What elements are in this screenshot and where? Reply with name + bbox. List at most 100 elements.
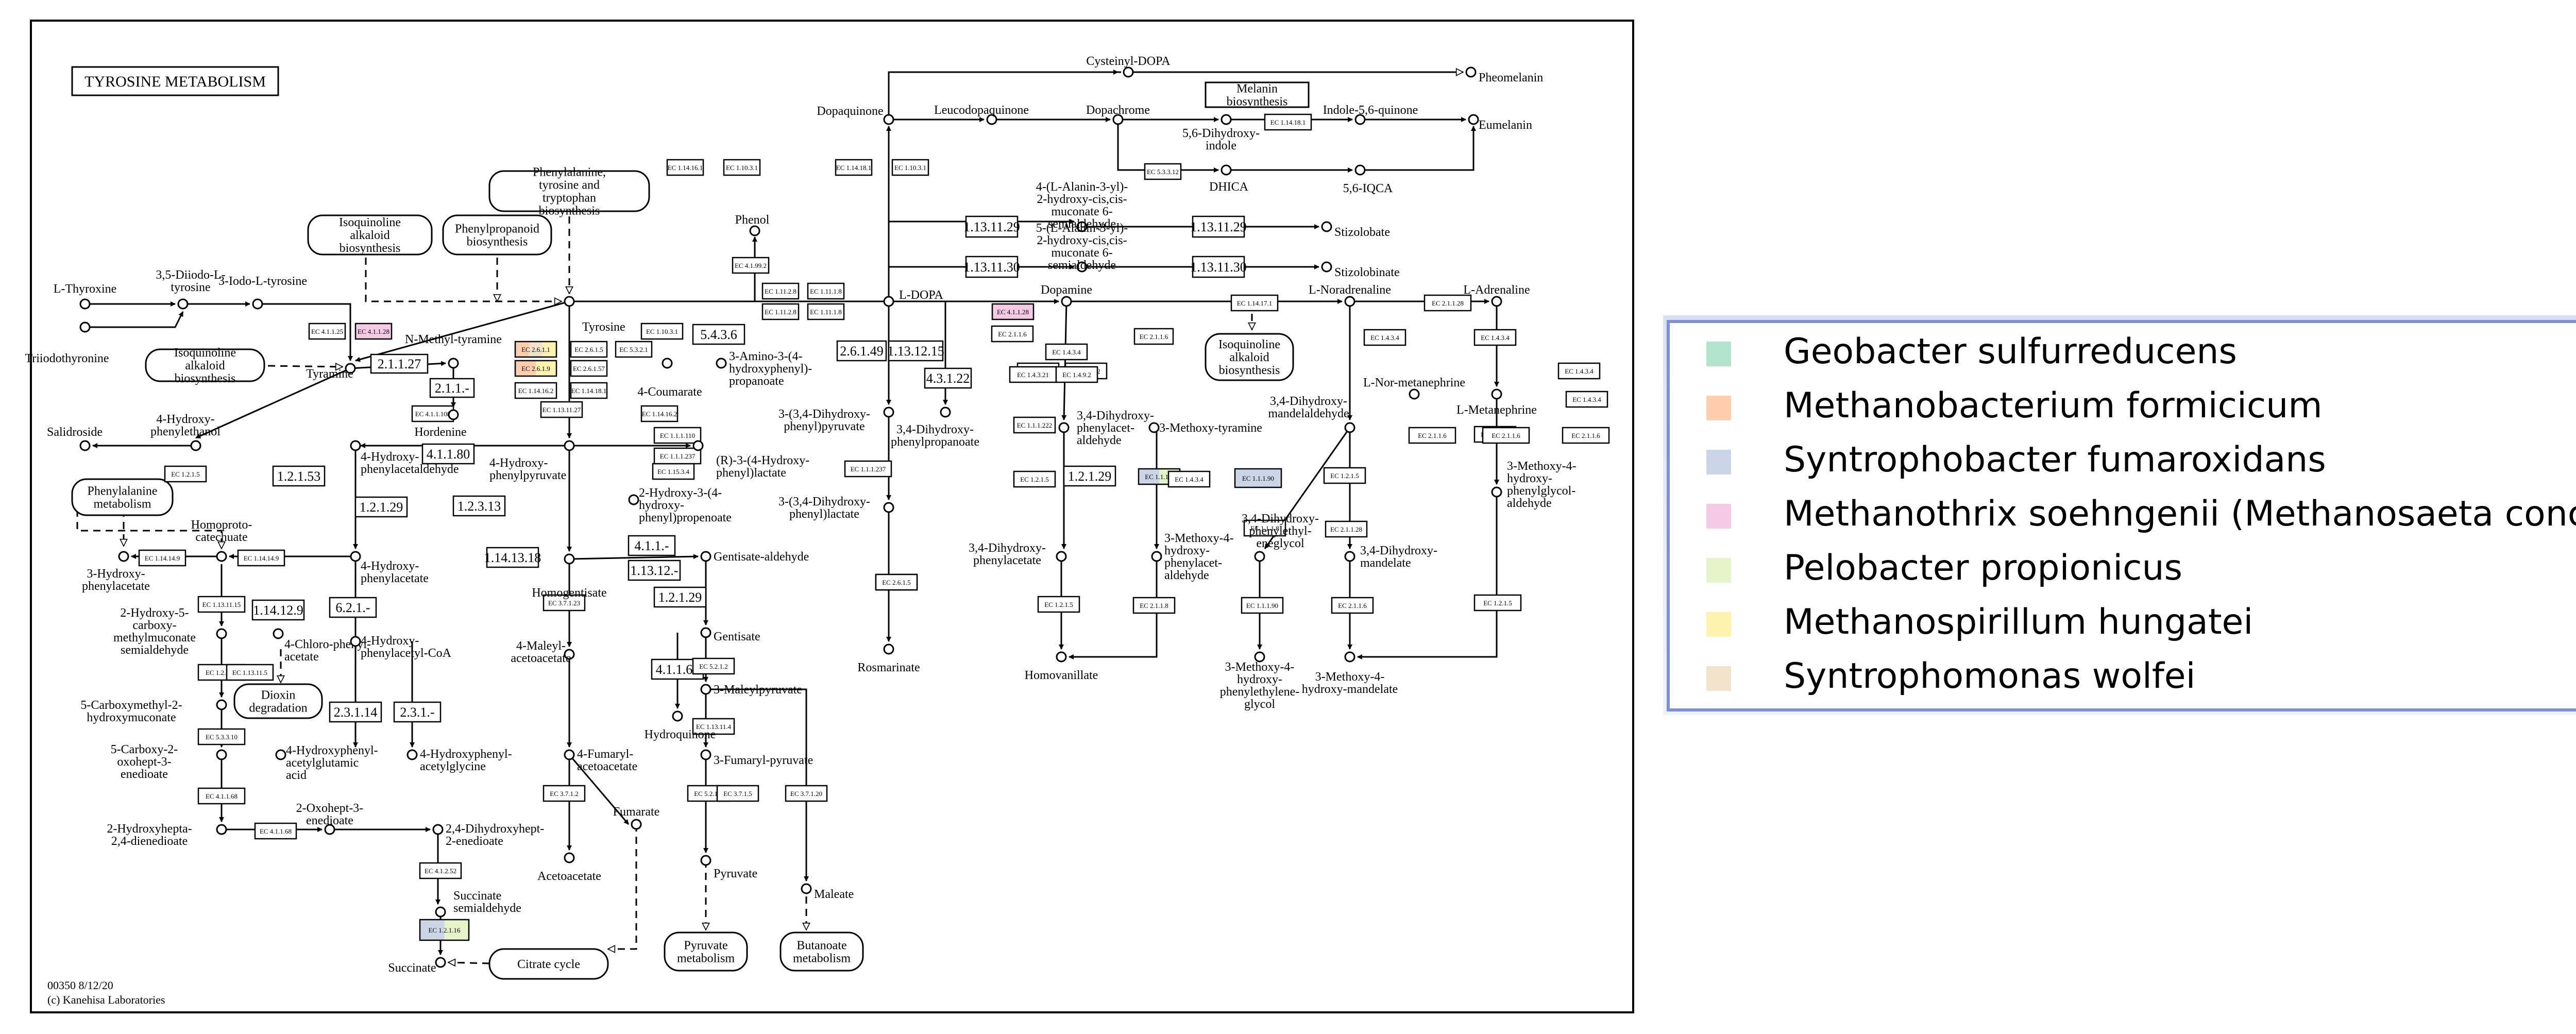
compound-circle[interactable] bbox=[1254, 651, 1265, 663]
compound-circle[interactable] bbox=[350, 636, 361, 647]
compound-circle[interactable] bbox=[435, 906, 446, 918]
compound-circle[interactable] bbox=[1112, 114, 1124, 125]
enzyme-box[interactable]: 1.14.13.18 bbox=[484, 547, 541, 568]
compound-node[interactable]: 4-Hydroxy-phenylethanol bbox=[150, 413, 221, 451]
enzyme-box[interactable]: EC 4.1.1.28 bbox=[354, 323, 393, 340]
compound-node[interactable]: Fumarate bbox=[613, 805, 660, 830]
compound-node[interactable]: 3-Methoxy-4-hydroxy-phenylacet-aldehyde bbox=[1151, 532, 1234, 582]
compound-circle[interactable] bbox=[190, 440, 201, 451]
compound-circle[interactable] bbox=[662, 358, 673, 369]
compound-circle[interactable] bbox=[883, 643, 894, 655]
compound-circle[interactable] bbox=[118, 551, 129, 562]
pathway-map-link[interactable]: Phenylalanine,tyrosine andtryptophanbios… bbox=[488, 166, 650, 218]
enzyme-box[interactable]: EC 1.2.1.5 bbox=[1473, 594, 1522, 612]
enzyme-box[interactable]: EC 1.1.1.237 bbox=[844, 460, 892, 478]
compound-node[interactable]: 4-Hydroxy-phenylacetate bbox=[350, 551, 429, 585]
enzyme-box[interactable]: 4.1.1.80 bbox=[421, 443, 475, 465]
enzyme-box[interactable]: EC 1.4.3.4 bbox=[1557, 362, 1601, 380]
compound-node[interactable]: Indole-5,6-quinone bbox=[1323, 104, 1418, 125]
enzyme-box[interactable]: EC 1.2.1.5 bbox=[164, 465, 207, 483]
compound-node[interactable]: Gentisate-aldehyde bbox=[700, 550, 809, 564]
compound-circle[interactable] bbox=[628, 494, 639, 505]
enzyme-box[interactable]: EC 1.2.1.5 bbox=[1013, 470, 1056, 488]
enzyme-box[interactable]: EC 2.6.1.1 bbox=[514, 341, 557, 358]
compound-node[interactable]: Dopamine bbox=[1041, 283, 1092, 307]
compound-node[interactable]: 3,5-Diiodo-L-tyrosine bbox=[156, 268, 226, 310]
compound-circle[interactable] bbox=[1354, 114, 1366, 125]
compound-circle[interactable] bbox=[1056, 551, 1067, 562]
enzyme-box[interactable]: EC 1.1.1.222 bbox=[1013, 416, 1056, 434]
enzyme-box[interactable]: 1.13.11.29 bbox=[963, 215, 1020, 238]
enzyme-box[interactable]: EC 1.4.3.4 bbox=[1167, 470, 1211, 488]
compound-node[interactable]: 2,4-Dihydroxyhept-2-enedioate bbox=[432, 822, 544, 848]
compound-circle[interactable] bbox=[883, 114, 894, 125]
compound-node[interactable]: 3-Maleylpyruvate bbox=[700, 683, 802, 697]
enzyme-box[interactable]: EC 2.1.1.28 bbox=[1423, 294, 1472, 312]
compound-circle[interactable] bbox=[1076, 261, 1088, 273]
enzyme-box[interactable]: EC 2.1.1.6 bbox=[991, 325, 1034, 343]
compound-circle[interactable] bbox=[986, 114, 997, 125]
compound-circle[interactable] bbox=[1409, 388, 1420, 400]
enzyme-box[interactable]: EC 2.1.1.6 bbox=[1562, 427, 1610, 444]
compound-circle[interactable] bbox=[564, 852, 575, 863]
compound-circle[interactable] bbox=[1344, 422, 1355, 433]
compound-circle[interactable] bbox=[700, 749, 711, 760]
enzyme-box[interactable]: EC 1.4.3.21 bbox=[1009, 366, 1057, 383]
enzyme-box[interactable]: 2.1.1.- bbox=[429, 378, 475, 398]
compound-node[interactable]: 3-Hydroxy-phenylacetate bbox=[82, 551, 150, 593]
compound-circle[interactable] bbox=[79, 321, 91, 333]
enzyme-box[interactable]: 6.2.1.- bbox=[329, 597, 377, 618]
compound-node[interactable]: 3,4-Dihydroxy-phenylethyl-eneglycol bbox=[1242, 512, 1319, 562]
enzyme-box[interactable]: EC 4.1.1.25 bbox=[308, 323, 346, 340]
enzyme-box[interactable]: EC 1.1.1.110 bbox=[653, 427, 702, 444]
compound-circle[interactable] bbox=[1058, 422, 1070, 433]
enzyme-box[interactable]: EC 1.10.3.1 bbox=[891, 159, 929, 176]
enzyme-box[interactable]: EC 5.3.2.1 bbox=[615, 341, 653, 358]
enzyme-box[interactable]: EC 2.1.1.6 bbox=[1331, 597, 1374, 614]
enzyme-box[interactable]: EC 4.1.99.2 bbox=[732, 257, 770, 274]
compound-circle[interactable] bbox=[940, 406, 951, 418]
enzyme-box[interactable]: EC 1.11.2.8 bbox=[761, 303, 800, 320]
compound-node[interactable]: 5-Carboxymethyl-2-hydroxymuconate bbox=[80, 699, 227, 724]
enzyme-box[interactable]: EC 1.14.18.1 bbox=[835, 159, 873, 176]
enzyme-box[interactable]: EC 1.1.1.8 bbox=[1243, 519, 1286, 537]
enzyme-box[interactable]: EC 4.1.1.108 bbox=[411, 405, 454, 422]
enzyme-box[interactable]: 2.1.1.27 bbox=[370, 353, 429, 374]
enzyme-box[interactable]: EC 1.14.16.1 bbox=[666, 159, 704, 176]
compound-circle[interactable] bbox=[324, 824, 335, 835]
compound-circle[interactable] bbox=[801, 883, 812, 894]
compound-circle[interactable] bbox=[79, 440, 91, 451]
enzyme-box[interactable]: 1.13.12.- bbox=[628, 560, 681, 581]
compound-node[interactable]: 5-(L-Alanin-3-yl)-2-hydroxy-cis,cis-muco… bbox=[1036, 222, 1128, 273]
enzyme-box[interactable]: EC 1.11.1.8 bbox=[807, 282, 845, 300]
compound-circle[interactable] bbox=[716, 358, 727, 369]
compound-node[interactable]: 3-Methoxy-tyramine bbox=[1148, 421, 1262, 435]
enzyme-box[interactable]: 1.14.12.9 bbox=[251, 599, 305, 621]
enzyme-box[interactable]: EC 1.10.3.1 bbox=[723, 159, 761, 176]
enzyme-box[interactable]: EC 2.6.1.9 bbox=[514, 360, 557, 377]
compound-circle[interactable] bbox=[700, 551, 711, 562]
compound-circle[interactable] bbox=[275, 749, 286, 760]
compound-circle[interactable] bbox=[564, 553, 575, 565]
compound-node[interactable]: 4-Hydroxy-phenylacetaldehyde bbox=[350, 440, 459, 476]
compound-circle[interactable] bbox=[564, 649, 575, 660]
enzyme-box[interactable]: EC 1.4.3.4 bbox=[1473, 329, 1517, 346]
compound-node[interactable]: Cysteinyl-DOPA bbox=[1086, 55, 1171, 78]
enzyme-box[interactable]: EC 1.1.1.237 bbox=[653, 447, 702, 465]
compound-circle[interactable] bbox=[692, 440, 704, 451]
enzyme-box[interactable]: 4.3.1.22 bbox=[924, 367, 972, 389]
compound-circle[interactable] bbox=[1344, 651, 1355, 663]
compound-node[interactable]: Homovanillate bbox=[1025, 651, 1098, 682]
compound-node[interactable]: 3,4-Dihydroxy-mandelaldehyde bbox=[1268, 395, 1355, 433]
compound-circle[interactable] bbox=[1344, 551, 1355, 562]
compound-circle[interactable] bbox=[1148, 422, 1160, 433]
compound-circle[interactable] bbox=[672, 710, 683, 722]
enzyme-box[interactable]: EC 5.3.3.12 bbox=[1144, 163, 1182, 180]
enzyme-box[interactable]: EC 4.1.1.28 bbox=[991, 303, 1035, 320]
enzyme-box[interactable]: EC 1.13.11.5 bbox=[226, 664, 274, 681]
